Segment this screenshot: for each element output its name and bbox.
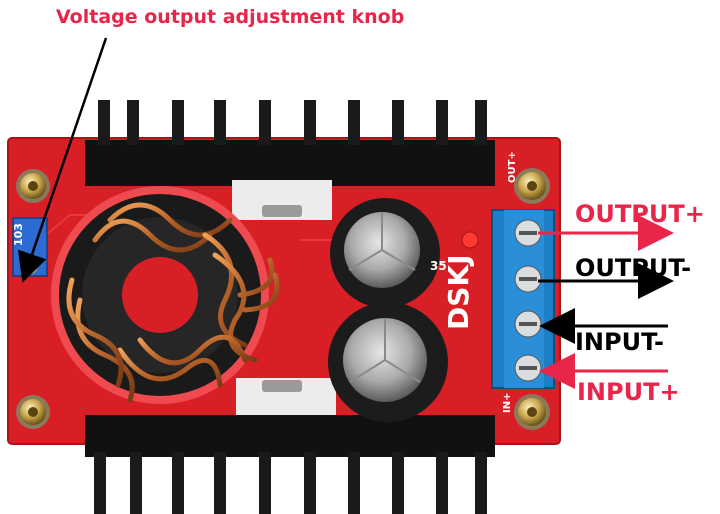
out-plus-mark: OUT+ — [507, 151, 518, 183]
mounting-screw-top-right — [514, 168, 550, 204]
input-minus-label: INPUT- — [575, 328, 664, 356]
input-plus-label: INPUT+ — [577, 378, 680, 406]
mounting-screw-top-left — [16, 169, 50, 203]
knob-annotation: Voltage output adjustment knob — [56, 6, 405, 28]
status-led — [461, 231, 479, 249]
terminal-block — [491, 209, 555, 389]
toroid-inductor — [51, 186, 280, 404]
output-plus-label: OUTPUT+ — [575, 200, 705, 228]
mounting-screw-bottom-right — [514, 394, 550, 430]
capacitor-bottom — [328, 302, 448, 422]
bottom-heatsink — [85, 378, 495, 514]
pot-marking: 103 — [12, 223, 25, 246]
capacitor-top: 35 — [330, 198, 447, 308]
top-heatsink — [85, 100, 495, 220]
capacitor-marking: 35 — [430, 259, 447, 273]
in-plus-mark: IN+ — [502, 393, 513, 413]
output-minus-label: OUTPUT- — [575, 254, 692, 282]
mounting-screw-bottom-left — [16, 395, 50, 429]
knob-pointer-arrow — [17, 37, 108, 283]
silkscreen-brand: DSKJ — [442, 254, 475, 330]
